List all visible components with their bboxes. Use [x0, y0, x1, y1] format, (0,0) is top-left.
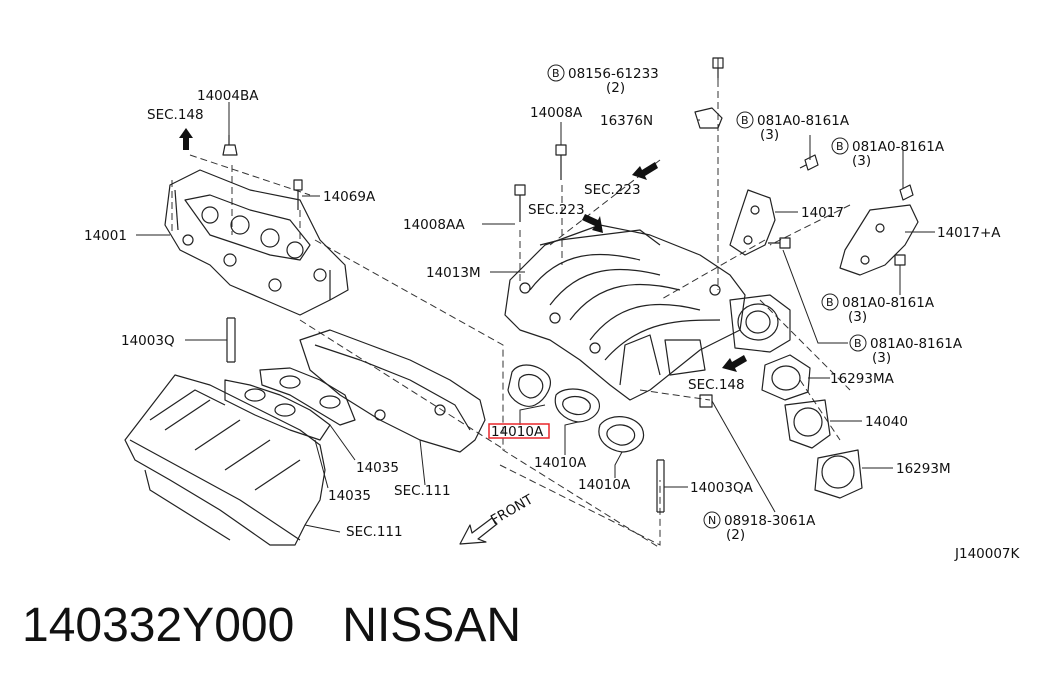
part-number: 140332Y000	[22, 599, 295, 652]
label-14004BA[interactable]: 14004BA	[197, 88, 259, 104]
label-sec148-top[interactable]: SEC.148	[147, 107, 204, 123]
label-14013M[interactable]: 14013M	[426, 265, 481, 281]
label-front: FRONT	[488, 491, 537, 528]
label-14003Q[interactable]: 14003Q	[121, 333, 175, 349]
label-sec223-b[interactable]: SEC.223	[528, 202, 585, 218]
label-081A0-8161A-2[interactable]: 081A0-8161A	[852, 139, 945, 155]
front-arrow-icon	[459, 517, 498, 545]
label-08156-qty: (2)	[606, 80, 625, 96]
studs-bolts	[222, 57, 914, 513]
label-sec111-b[interactable]: SEC.111	[346, 524, 403, 540]
brand-name: NISSAN	[342, 599, 521, 652]
label-14035-a[interactable]: 14035	[356, 460, 399, 476]
arrow-up-icon	[179, 128, 193, 150]
label-08918-qty: (2)	[726, 527, 745, 543]
manifold-gaskets-14010A	[507, 364, 644, 453]
label-081A0-8161A-4[interactable]: 081A0-8161A	[870, 336, 963, 352]
label-14010A-c[interactable]: 14010A	[578, 477, 631, 493]
circle-b-letter: B	[826, 296, 834, 309]
label-16376N[interactable]: 16376N	[600, 113, 653, 129]
circle-b-marker	[736, 111, 754, 129]
label-14040[interactable]: 14040	[865, 414, 908, 430]
arrow-icon	[722, 355, 747, 372]
section-arrows	[179, 128, 747, 545]
label-sec223-a[interactable]: SEC.223	[584, 182, 641, 198]
arrow-icon	[582, 214, 603, 233]
label-16293M[interactable]: 16293M	[896, 461, 951, 477]
throttle-gaskets	[761, 354, 863, 499]
label-sec148-mid[interactable]: SEC.148	[688, 377, 745, 393]
label-16293MA[interactable]: 16293MA	[830, 371, 895, 387]
intake-manifold-14013M	[504, 224, 746, 401]
label-14001[interactable]: 14001	[84, 228, 127, 244]
brackets-14017	[729, 189, 919, 276]
part-caption: 140332Y000 NISSAN	[22, 598, 569, 653]
label-14069A[interactable]: 14069A	[323, 189, 376, 205]
parts-diagram: SEC.148 14004BA 14069A 14001 14003Q 1403…	[84, 57, 1021, 562]
label-081A0-3-qty: (3)	[848, 309, 867, 325]
label-14017A[interactable]: 14017+A	[937, 225, 1001, 241]
circle-n-letter: N	[708, 514, 716, 527]
diagram-reference: J140007K	[954, 546, 1021, 562]
label-14008AA[interactable]: 14008AA	[403, 217, 466, 233]
label-14035-b[interactable]: 14035	[328, 488, 371, 504]
throttle-body	[664, 107, 791, 376]
circle-b-marker	[849, 334, 867, 352]
label-081A0-8161A-1[interactable]: 081A0-8161A	[757, 113, 850, 129]
highlight-box	[488, 423, 550, 439]
label-14010A-b[interactable]: 14010A	[534, 455, 587, 471]
leader-lines	[136, 58, 935, 533]
label-081A0-2-qty: (3)	[852, 153, 871, 169]
label-sec111-a[interactable]: SEC.111	[394, 483, 451, 499]
circle-b-letter: B	[552, 67, 560, 80]
label-081A0-1-qty: (3)	[760, 127, 779, 143]
valve-cover	[299, 329, 486, 453]
circle-b-letter: B	[836, 140, 844, 153]
circle-b-marker	[547, 64, 565, 82]
label-14017[interactable]: 14017	[801, 205, 844, 221]
circle-n-marker	[703, 511, 721, 529]
label-14008A[interactable]: 14008A	[530, 105, 583, 121]
gaskets-14035	[224, 367, 356, 441]
cylinder-head-block	[124, 374, 326, 546]
circle-b-letter: B	[854, 337, 862, 350]
arrow-icon	[632, 162, 658, 180]
label-08918-3061A[interactable]: 08918-3061A	[724, 513, 816, 529]
circle-b-letter: B	[741, 114, 749, 127]
label-08156-61233[interactable]: 08156-61233	[568, 66, 659, 82]
label-14003QA[interactable]: 14003QA	[690, 480, 754, 496]
circle-b-marker	[821, 293, 839, 311]
upper-collector-14001	[164, 169, 349, 316]
circle-b-marker	[831, 137, 849, 155]
label-14010A-highlighted[interactable]: 14010A	[491, 424, 544, 440]
label-081A0-4-qty: (3)	[872, 350, 891, 366]
part-labels: SEC.148 14004BA 14069A 14001 14003Q 1403…	[84, 64, 1021, 562]
label-081A0-8161A-3[interactable]: 081A0-8161A	[842, 295, 935, 311]
